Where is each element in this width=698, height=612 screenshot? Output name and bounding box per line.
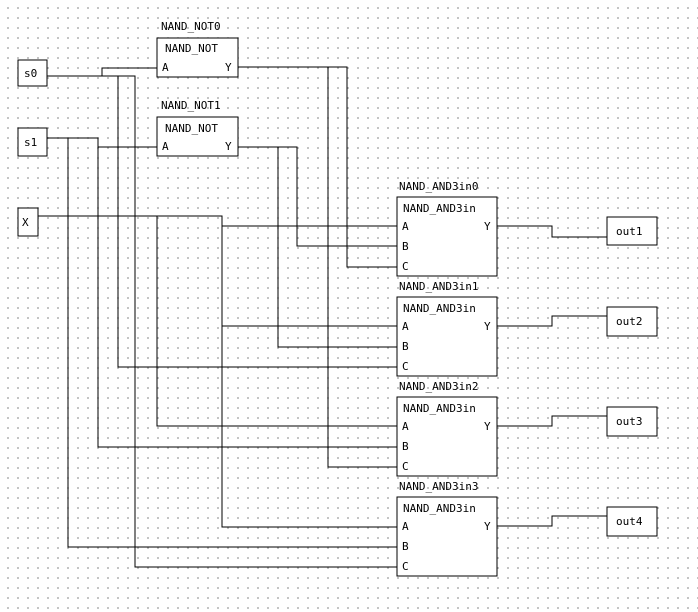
wire-and2-out (497, 415, 607, 427)
gate-instance-label: NAND_AND3in0 (399, 180, 478, 193)
output-port-out3[interactable]: out3 (606, 406, 658, 437)
pin-a-label: A (402, 220, 409, 233)
wire-s0-trunk (47, 75, 397, 568)
gate-nand-not1[interactable]: NAND_NOT1 NAND_NOT A Y (156, 99, 239, 157)
wire-and0-out (497, 225, 607, 238)
wire-and1-out (497, 315, 607, 327)
pin-b-label: B (402, 340, 409, 353)
pin-c-label: C (402, 260, 409, 273)
input-label-x: X (22, 216, 29, 229)
gate-type-label: NAND_AND3in (403, 202, 476, 215)
pin-c-label: C (402, 560, 409, 573)
gate-instance-label: NAND_AND3in3 (399, 480, 478, 493)
pin-y-label: Y (484, 220, 491, 233)
wire-not0-out (238, 66, 397, 268)
pin-y-label: Y (484, 320, 491, 333)
pin-a-label: A (402, 520, 409, 533)
input-label-s1: s1 (24, 136, 37, 149)
wire-x-trunk (38, 215, 397, 528)
gate-type-label: NAND_NOT (165, 42, 218, 55)
pin-y-label: Y (484, 520, 491, 533)
wire-not1-branch (277, 147, 397, 348)
output-port-out4[interactable]: out4 (606, 506, 658, 537)
pin-y-label: Y (484, 420, 491, 433)
wire-s0-branch (117, 76, 397, 368)
pin-y-label: Y (225, 140, 232, 153)
output-label-out1: out1 (616, 225, 643, 238)
output-label-out4: out4 (616, 515, 643, 528)
wire-s1-to-not1 (97, 138, 157, 148)
gate-nand-not0[interactable]: NAND_NOT0 NAND_NOT A Y (156, 20, 239, 78)
pin-y-label: Y (225, 61, 232, 74)
gate-nand-and3in2[interactable]: NAND_AND3in2 NAND_AND3in A B C Y (396, 380, 498, 477)
gate-type-label: NAND_AND3in (403, 402, 476, 415)
pin-b-label: B (402, 440, 409, 453)
pin-c-label: C (402, 460, 409, 473)
gate-nand-and3in1[interactable]: NAND_AND3in1 NAND_AND3in A B C Y (396, 280, 498, 377)
output-port-out2[interactable]: out2 (606, 306, 658, 337)
wire-not1-out (238, 146, 397, 247)
pin-c-label: C (402, 360, 409, 373)
output-label-out2: out2 (616, 315, 643, 328)
wire-x-to-and2 (156, 216, 397, 427)
input-port-x[interactable]: X (17, 207, 39, 237)
wire-and3-out (497, 515, 607, 527)
output-label-out3: out3 (616, 415, 643, 428)
wire-s1-trunk (47, 137, 397, 448)
wires (38, 66, 607, 568)
gate-nand-and3in3[interactable]: NAND_AND3in3 NAND_AND3in A B C Y (396, 480, 498, 577)
pin-a-label: A (402, 320, 409, 333)
input-port-s0[interactable]: s0 (17, 59, 48, 87)
pin-a-label: A (162, 61, 169, 74)
gate-nand-and3in0[interactable]: NAND_AND3in0 NAND_AND3in A B C Y (396, 180, 498, 277)
gate-instance-label: NAND_NOT0 (161, 20, 221, 33)
input-port-s1[interactable]: s1 (17, 127, 48, 157)
gate-instance-label: NAND_NOT1 (161, 99, 221, 112)
pin-b-label: B (402, 540, 409, 553)
gate-type-label: NAND_AND3in (403, 502, 476, 515)
gate-type-label: NAND_AND3in (403, 302, 476, 315)
output-port-out1[interactable]: out1 (606, 216, 658, 246)
input-label-s0: s0 (24, 67, 37, 80)
gate-instance-label: NAND_AND3in1 (399, 280, 478, 293)
gate-type-label: NAND_NOT (165, 122, 218, 135)
pin-a-label: A (162, 140, 169, 153)
wire-s1-branch (67, 138, 397, 548)
pin-b-label: B (402, 240, 409, 253)
gate-instance-label: NAND_AND3in2 (399, 380, 478, 393)
wire-not0-branch (327, 67, 397, 468)
pin-a-label: A (402, 420, 409, 433)
wire-s0-to-not0 (101, 67, 157, 76)
